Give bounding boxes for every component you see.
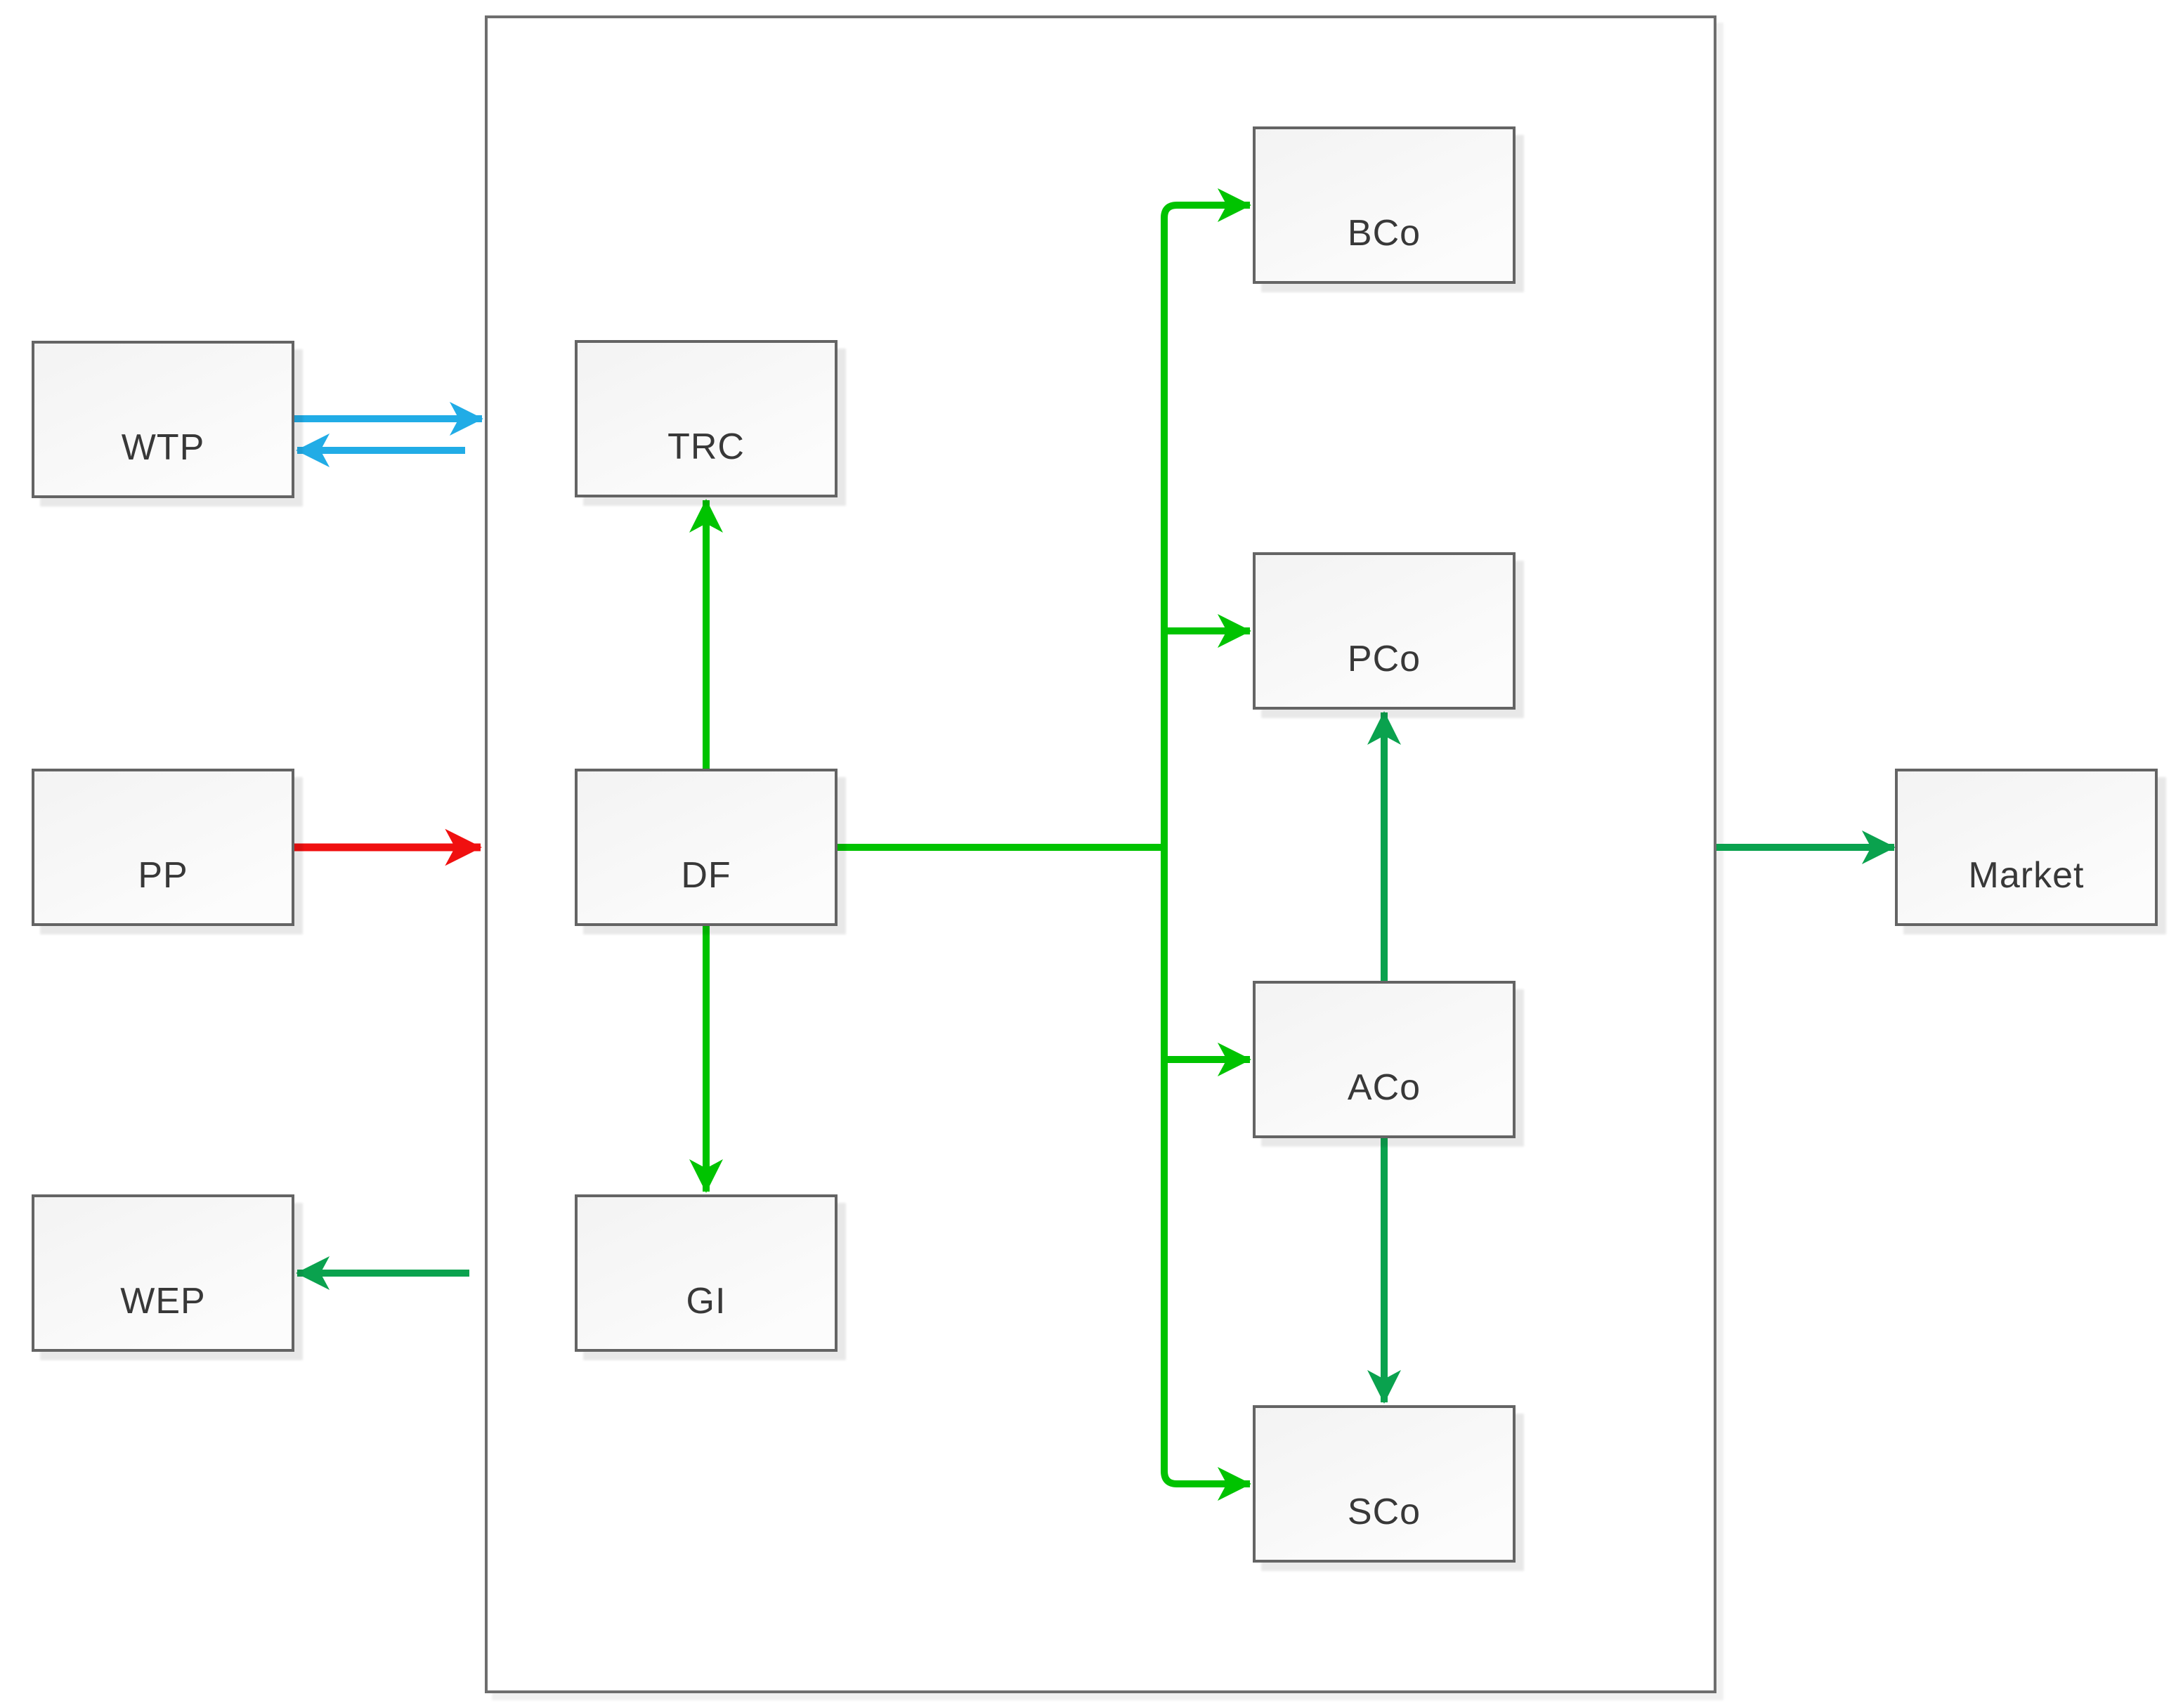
node-label-pp: PP: [138, 855, 188, 896]
node-pp[interactable]: PP: [32, 769, 294, 926]
node-gi[interactable]: GI: [575, 1194, 838, 1352]
node-wtp[interactable]: WTP: [32, 341, 294, 498]
node-label-sco: SCo: [1347, 1492, 1421, 1532]
node-label-gi: GI: [686, 1281, 726, 1322]
node-label-wep: WEP: [120, 1281, 206, 1322]
node-wep[interactable]: WEP: [32, 1194, 294, 1352]
node-label-aco: ACo: [1347, 1067, 1421, 1108]
node-pco[interactable]: PCo: [1253, 552, 1516, 710]
node-label-df: DF: [681, 855, 731, 896]
node-label-pco: PCo: [1347, 639, 1421, 679]
node-market[interactable]: Market: [1895, 769, 2158, 926]
node-trc[interactable]: TRC: [575, 340, 838, 497]
node-sco[interactable]: SCo: [1253, 1405, 1516, 1563]
node-bco[interactable]: BCo: [1253, 126, 1516, 284]
group-boundary: [485, 15, 1716, 1693]
node-label-bco: BCo: [1347, 213, 1421, 254]
node-df[interactable]: DF: [575, 769, 838, 926]
node-label-market: Market: [1968, 855, 2085, 896]
node-label-trc: TRC: [667, 426, 745, 467]
node-aco[interactable]: ACo: [1253, 981, 1516, 1138]
node-label-wtp: WTP: [121, 427, 205, 468]
